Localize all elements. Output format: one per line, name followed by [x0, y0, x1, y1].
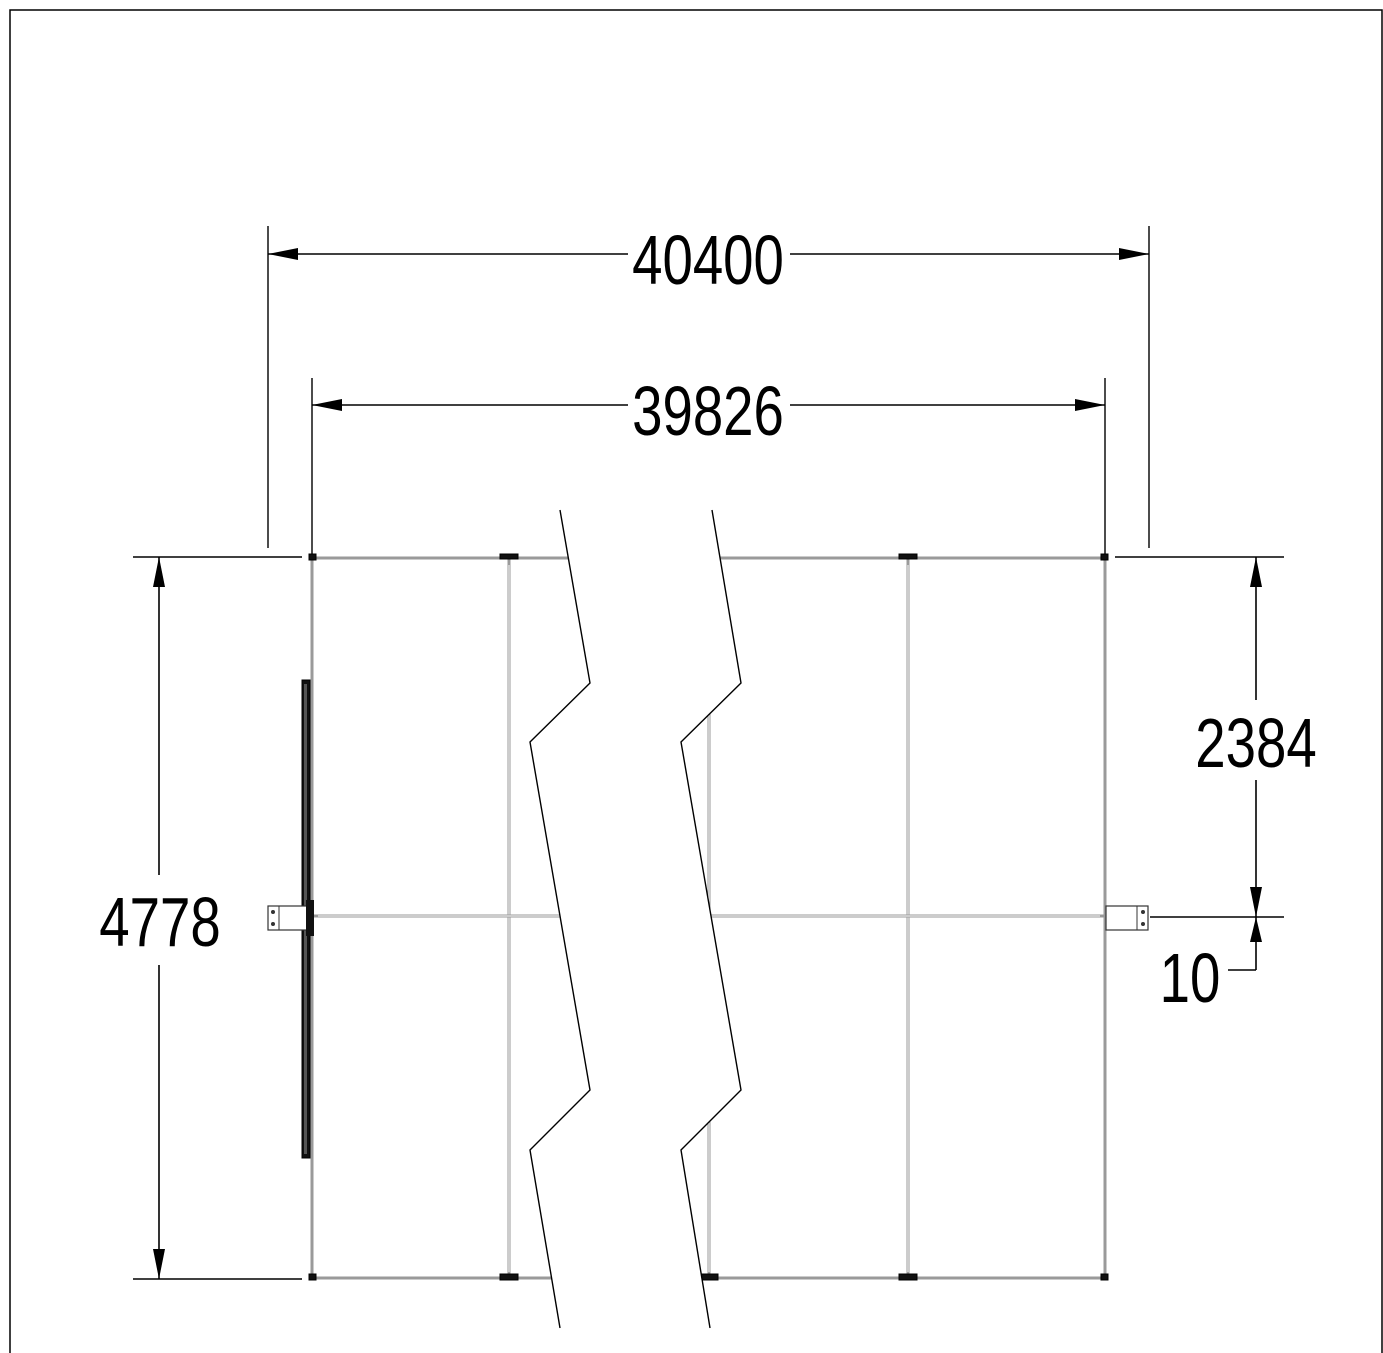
dim-text-39826: 39826: [632, 373, 784, 451]
dimension-overall-width: 4778: [95, 556, 302, 1280]
dimension-half-width: 2384: [1115, 556, 1319, 918]
dim-text-40400: 40400: [632, 222, 784, 300]
break-region: [529, 509, 742, 1329]
end-connection-left: [267, 900, 314, 936]
dim-text-2384: 2384: [1195, 705, 1316, 783]
dimension-offset: 10: [1160, 917, 1262, 1018]
break-line-left: [529, 509, 591, 1329]
end-connection-right: [1105, 905, 1149, 931]
dim-text-4778: 4778: [99, 884, 220, 962]
dim-text-10: 10: [1160, 940, 1221, 1018]
sheet-border: [9, 9, 1383, 1353]
dimension-overall-length: 40400: [267, 222, 1150, 548]
break-line-right: [680, 509, 742, 1329]
frame-plan: [267, 553, 1149, 1281]
dimension-frame-length: 39826: [311, 373, 1106, 556]
